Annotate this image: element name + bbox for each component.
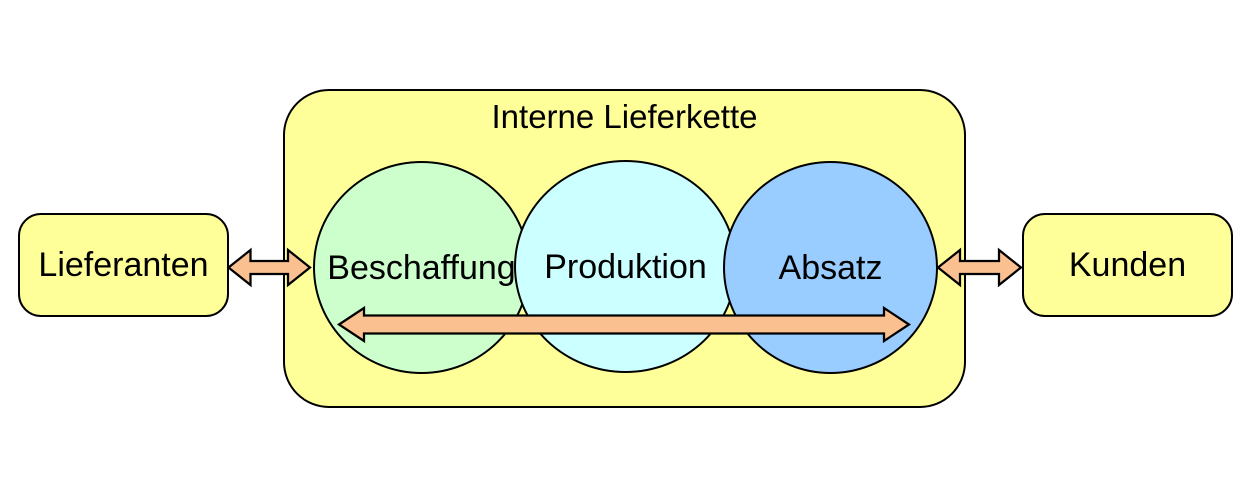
- production-circle: Produktion: [514, 160, 737, 373]
- sales-label: Absatz: [778, 248, 883, 287]
- internal-chain-title: Interne Lieferkette: [491, 98, 758, 135]
- procurement-circle: Beschaffung: [313, 161, 530, 374]
- production-label: Produktion: [544, 247, 707, 286]
- customer-box: Kunden: [1022, 213, 1233, 317]
- sales-circle: Absatz: [723, 161, 938, 374]
- supplier-label: Lieferanten: [38, 246, 209, 284]
- procurement-label: Beschaffung: [327, 248, 516, 287]
- customer-label: Kunden: [1068, 246, 1187, 284]
- supplier-box: Lieferanten: [18, 213, 229, 317]
